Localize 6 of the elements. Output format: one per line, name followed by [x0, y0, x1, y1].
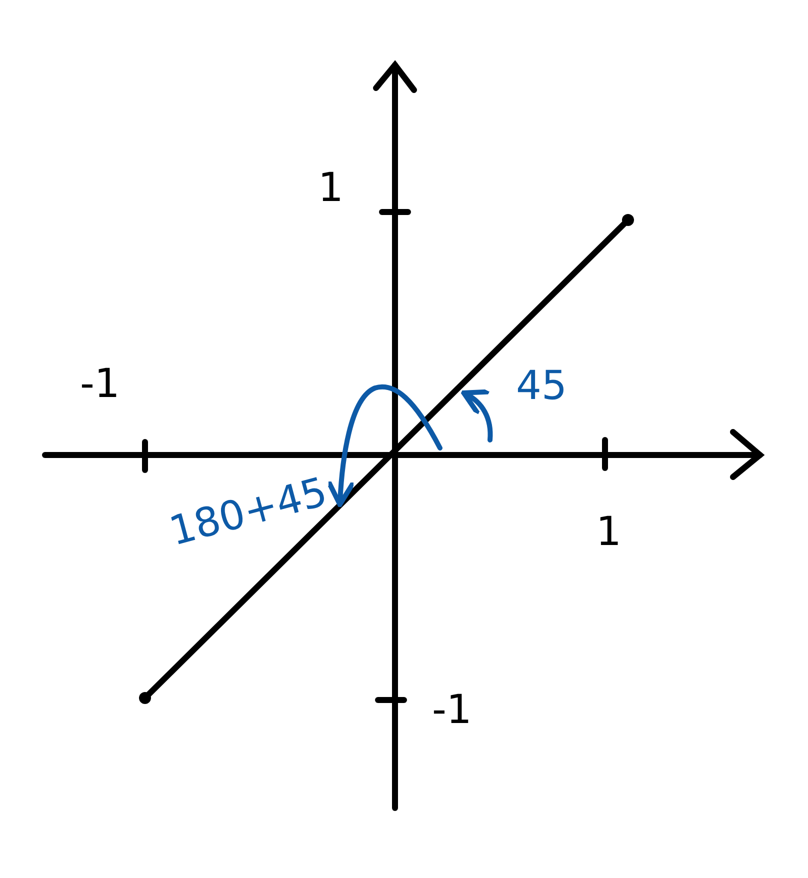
axis-value: 1: [318, 168, 344, 208]
axis-value: -1: [432, 690, 472, 730]
axis-value: -1: [80, 364, 120, 404]
axis-value: 1: [596, 512, 622, 552]
angle-label: 45: [516, 366, 567, 406]
angle-label: 180+45: [166, 472, 332, 552]
